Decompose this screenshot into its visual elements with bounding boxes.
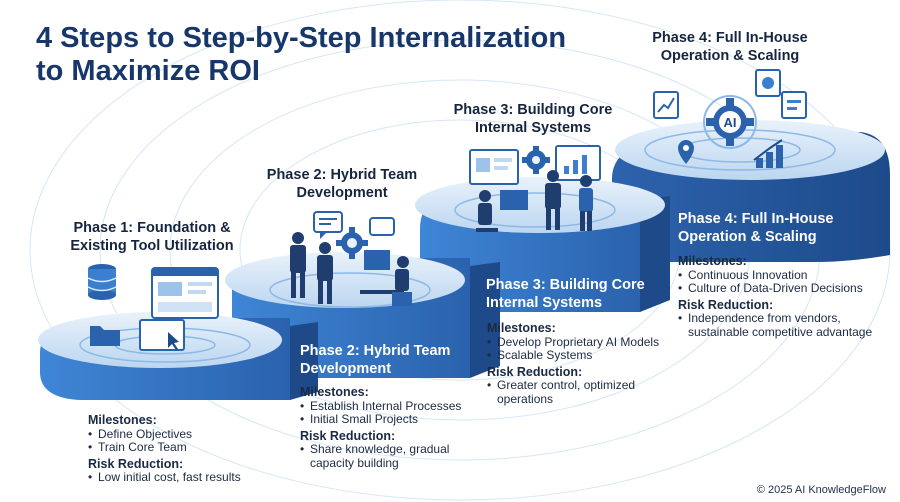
cursor-icon bbox=[139, 319, 185, 351]
risk-heading: Risk Reduction: bbox=[300, 428, 396, 443]
milestone-item: Develop Proprietary AI Models bbox=[487, 335, 667, 350]
pie-window-icon bbox=[755, 69, 781, 97]
milestone-item: Culture of Data-Driven Decisions bbox=[678, 281, 878, 296]
ai-gear-icon: AI bbox=[703, 95, 757, 149]
risk-item: Share knowledge, gradual capacity buildi… bbox=[300, 442, 480, 470]
phase-1-title: Phase 1: Foundation & Existing Tool Util… bbox=[70, 220, 234, 254]
phase-1-details: Milestones: Define Objectives Train Core… bbox=[88, 411, 288, 485]
risk-heading: Risk Reduction: bbox=[487, 364, 583, 379]
risk-heading: Risk Reduction: bbox=[88, 456, 184, 471]
gear-icon-3 bbox=[522, 146, 550, 174]
folder-icon bbox=[90, 326, 120, 346]
page-title: 4 Steps to Step-by-Step Internalization … bbox=[36, 22, 567, 87]
milestone-item: Train Core Team bbox=[88, 440, 288, 455]
milestones-heading: Milestones: bbox=[88, 413, 157, 427]
milestone-item: Initial Small Projects bbox=[300, 412, 480, 427]
phase-4-title: Phase 4: Full In-House Operation & Scali… bbox=[652, 30, 808, 64]
database-icon bbox=[87, 264, 117, 300]
milestones-heading: Milestones: bbox=[487, 321, 556, 335]
chart-screen-icon bbox=[555, 145, 601, 181]
step-4-platform bbox=[612, 120, 890, 262]
phase-3-front-label: Phase 3: Building Core Internal Systems bbox=[486, 277, 645, 311]
milestone-item: Continuous Innovation bbox=[678, 268, 878, 283]
phase-2-details: Milestones: Establish Internal Processes… bbox=[300, 383, 480, 470]
phase-2-front-label: Phase 2: Hybrid Team Development bbox=[300, 343, 451, 377]
gear-icon bbox=[336, 227, 368, 259]
bar-growth-icon bbox=[753, 139, 783, 168]
phase-4-front-label: Phase 4: Full In-House Operation & Scali… bbox=[678, 211, 834, 245]
milestone-item: Define Objectives bbox=[88, 427, 288, 442]
chat-bubble-icon-2 bbox=[369, 217, 395, 236]
risk-item: Low initial cost, fast results bbox=[88, 470, 288, 485]
risk-item: Independence from vendors, sustainable c… bbox=[678, 311, 878, 339]
copyright-footer: © 2025 AI KnowledgeFlow bbox=[756, 484, 886, 496]
risk-heading: Risk Reduction: bbox=[678, 297, 774, 312]
phase-4-details: Milestones: Continuous Innovation Cultur… bbox=[678, 252, 878, 339]
browser-window-icon bbox=[151, 267, 219, 319]
phase-3-title: Phase 3: Building Core Internal Systems bbox=[453, 102, 613, 136]
chat-bubble-icon bbox=[313, 211, 343, 239]
risk-item: Greater control, optimized operations bbox=[487, 378, 667, 406]
phase-2-title: Phase 2: Hybrid Team Development bbox=[266, 167, 418, 201]
team-people-icon bbox=[290, 232, 412, 306]
phase-3-details: Milestones: Develop Proprietary AI Model… bbox=[487, 319, 667, 406]
settings-window-icon bbox=[781, 91, 807, 119]
milestone-item: Establish Internal Processes bbox=[300, 399, 480, 414]
milestone-item: Scalable Systems bbox=[487, 348, 667, 363]
milestones-heading: Milestones: bbox=[300, 385, 369, 399]
dashboard-screen-icon bbox=[469, 149, 519, 185]
engineer-people-icon bbox=[476, 170, 593, 232]
milestones-heading: Milestones: bbox=[678, 254, 747, 268]
location-pin-icon bbox=[678, 140, 694, 164]
svg-text:AI: AI bbox=[724, 115, 737, 130]
growth-chart-icon bbox=[653, 91, 679, 119]
